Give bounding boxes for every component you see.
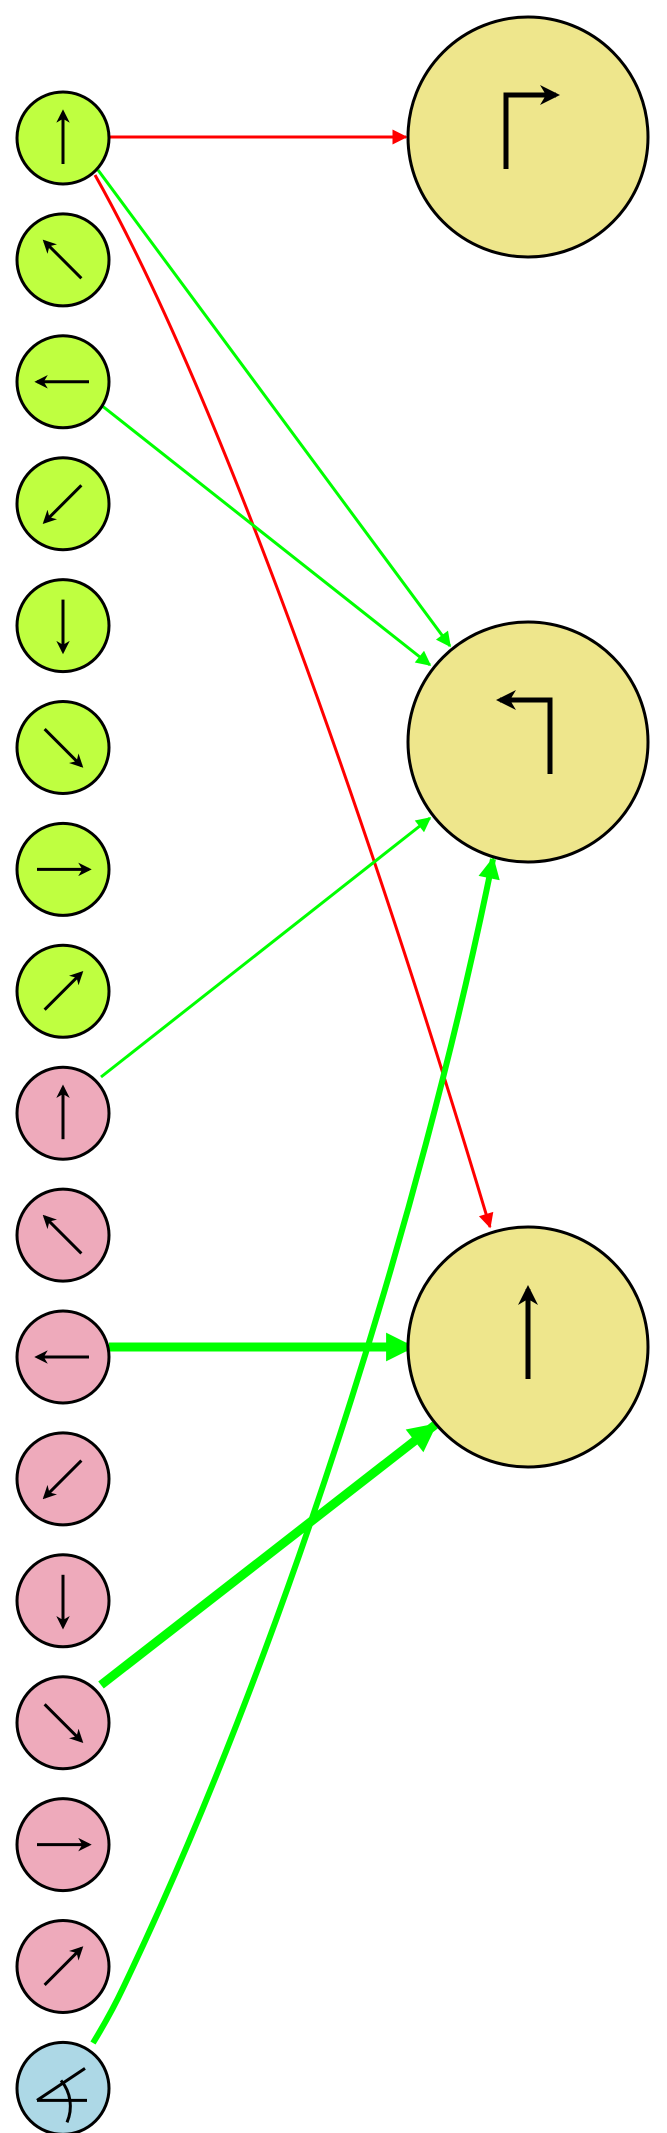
output-node-o_turn_left [406,620,650,864]
arrow-down-right-icon [43,728,84,768]
input-node-g_right [15,821,111,917]
input-node-p_downright [15,1675,111,1771]
input-node-g_left [15,334,111,430]
nodes-layer [15,15,650,2133]
edge-p_up-to-o_turn_left [100,816,432,1079]
input-node-p_right [15,1797,111,1893]
edge-g_left-to-o_turn_left [100,403,432,667]
edges-layer [90,129,500,2045]
input-node-g_downleft [15,456,111,552]
input-node-b_angle [15,2040,111,2133]
input-node-p_upright [15,1919,111,2014]
input-node-g_up [15,90,111,186]
input-node-g_upleft [15,212,111,308]
input-node-g_down [15,578,111,674]
turn-right-icon [503,85,560,169]
input-node-p_left [15,1309,111,1405]
output-node-circle [406,15,650,259]
edge-g_up-to-o_straight [93,174,494,1229]
input-node-p_downleft [15,1431,111,1527]
angle-icon [36,2067,87,2123]
input-node-p_down [15,1553,111,1649]
turn-left-icon [496,690,553,774]
arrow-down-left-icon [42,484,83,524]
arrow-up-left-icon [42,1214,83,1255]
input-node-p_upleft [15,1187,111,1283]
input-node-g_upright [15,943,111,1039]
input-node-circle [15,2040,111,2133]
output-node-o_turn_right [406,15,650,259]
edge-g_up-to-o_turn_left [96,169,452,648]
edge-p_downright-to-o_straight [98,1421,438,1689]
input-node-g_downright [15,700,111,795]
arrow-up-left-icon [42,239,83,280]
arrow-down-left-icon [42,1459,83,1500]
input-node-p_up [15,1065,111,1161]
arrow-up-right-icon [43,1946,84,1986]
edge-b_angle-to-o_turn_left [90,856,500,2045]
output-node-o_straight [406,1225,650,1469]
arrow-down-right-icon [43,1703,84,1743]
output-node-circle [406,620,650,864]
arrow-up-right-icon [43,971,84,1011]
